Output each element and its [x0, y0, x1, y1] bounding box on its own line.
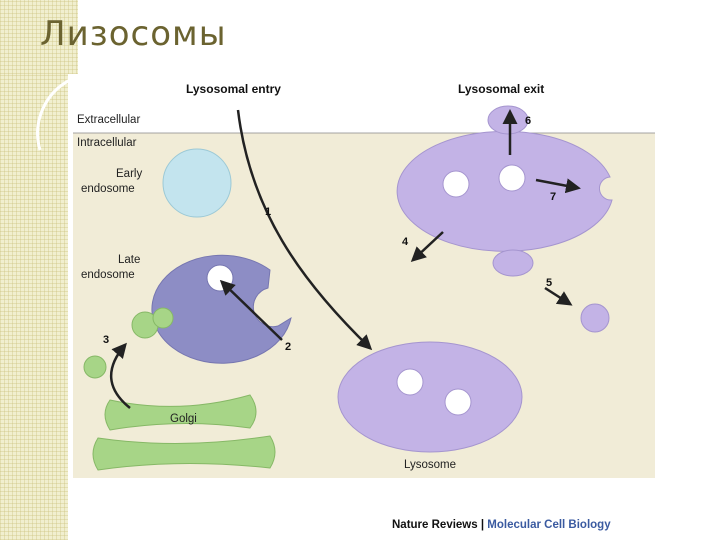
label-extracellular: Extracellular — [77, 114, 140, 126]
label-late-endosome-line1: Late — [118, 254, 140, 266]
lysosome-bud — [493, 250, 533, 276]
label-early-endosome-line2: endosome — [81, 183, 135, 195]
lysosome — [338, 342, 522, 452]
credit-journal: Nature Reviews — [392, 519, 478, 531]
step-number-2: 2 — [285, 341, 291, 353]
label-early-endosome-line1: Early — [116, 168, 142, 180]
extracellular-region — [73, 75, 655, 133]
label-late-endosome-line2: endosome — [81, 269, 135, 281]
step-number-4: 4 — [402, 236, 409, 248]
early-endosome — [163, 149, 231, 217]
credit-section: Molecular Cell Biology — [487, 519, 611, 531]
header-lysosomal-entry: Lysosomal entry — [186, 82, 281, 96]
label-golgi: Golgi — [170, 413, 197, 425]
step-number-5: 5 — [546, 277, 552, 289]
step-number-6: 6 — [525, 115, 531, 127]
slide-title: Лизосомы — [40, 14, 227, 54]
step-number-3: 3 — [103, 334, 109, 346]
label-lysosome: Lysosome — [404, 459, 456, 471]
step-number-7: 7 — [550, 191, 556, 203]
transport-vesicle — [84, 356, 106, 378]
late-endosome-vesicle — [207, 265, 233, 291]
lysosome-exit — [397, 131, 612, 251]
header-lysosomal-exit: Lysosomal exit — [458, 82, 544, 96]
released-vesicle — [581, 304, 609, 332]
credit-line: Nature Reviews | Molecular Cell Biology — [392, 519, 611, 531]
step-number-1: 1 — [265, 206, 271, 218]
decorative-arc — [38, 80, 70, 150]
credit-separator: | — [478, 519, 488, 531]
exocytosed-vesicle — [488, 106, 528, 134]
label-intracellular: Intracellular — [77, 137, 137, 149]
